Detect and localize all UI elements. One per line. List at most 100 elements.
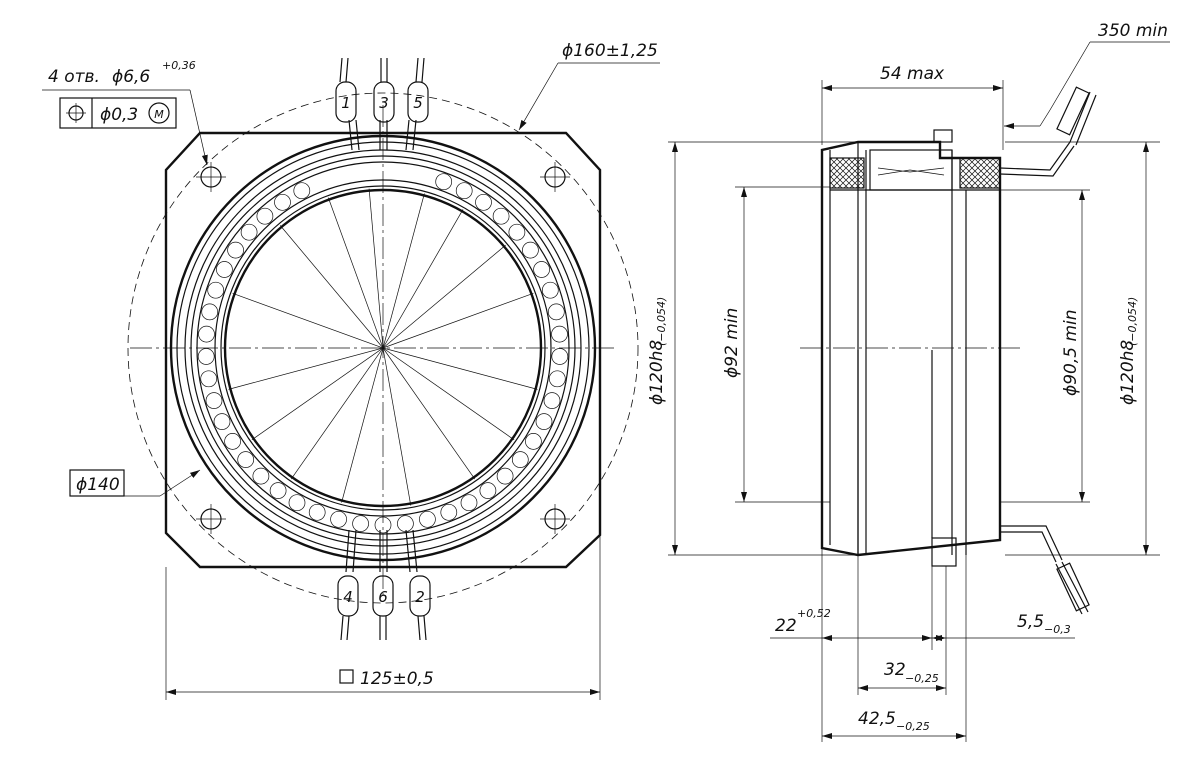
flange-step [931,537,957,567]
coil-turn [352,515,369,532]
outer-ring [169,134,597,562]
lead-tag-3: 3 [379,94,389,112]
coil-turn [252,467,270,485]
coil-turn [240,223,258,241]
radial-line [232,292,384,349]
coil-turn [198,325,215,343]
bottom-leads: 4 6 2 [337,529,431,641]
radial-line [382,244,506,349]
outer-diameter-right-dimension: ϕ120h8 (−0,054) [1005,141,1160,556]
coil-turn [479,482,497,499]
coil-turn [525,433,542,450]
lead-tag-4: 4 [343,588,353,606]
coil-turn [511,451,529,468]
coil-turn [308,503,326,521]
dim-5-5-text: 5,5 [1017,612,1044,632]
coil-turn [419,510,436,528]
radial-line [382,347,538,390]
lower-lead-wire [1000,525,1063,563]
lead-tag-5: 5 [413,94,423,112]
coil-turn [237,451,255,468]
lead-tag-6: 6 [378,588,388,606]
body-outline [820,140,1002,557]
inner-diameter-dimension: ϕ92 min [722,186,830,503]
top-tab [933,129,953,143]
outer-diameter-right-text: ϕ120h8 [1118,340,1138,405]
mounting-holes [196,162,570,534]
hole-callout: 4 отв. ϕ6,6 +0,36 ϕ0,3 M [42,59,208,166]
coil-turn [293,182,311,200]
radial-line [382,292,534,349]
top-leads: 1 3 5 [335,57,429,151]
coil-turn [435,173,453,191]
coil-turn [548,370,566,388]
coil-turn [330,510,347,528]
outer-diameter-left-text: ϕ120h8 [647,340,667,405]
coil-turn [440,503,458,521]
coil-turn [460,494,478,512]
front-view: 1 3 5 4 6 2 4 отв. ϕ6,6 +0,36 [42,41,660,700]
coil-turn [508,223,526,241]
radial-line [251,347,384,441]
dim-42-5-tol: −0,25 [896,720,930,733]
outer-diameter-text: ϕ160±1,25 [562,41,658,61]
mounting-flange [164,131,602,569]
seal-section-left [829,157,865,189]
dim-32-text: 32 [884,660,906,680]
coil-turn [269,482,287,499]
coil-turn [496,467,514,485]
dim-42-5-text: 42,5 [858,709,896,729]
coil-turn [522,241,539,259]
bolt-circle-callout: ϕ140 [69,469,201,497]
outer-diameter-left-dimension: ϕ120h8 (−0,054) [647,141,858,556]
lead-tag-1: 1 [341,94,351,112]
seal-section-right [959,157,1001,189]
hole-count-text: 4 отв. [48,67,100,87]
radial-line [279,225,384,349]
inner-diameter-2-text: ϕ90,5 min [1061,309,1081,396]
radial-line [382,347,412,506]
coil-turn [197,348,215,365]
coil-turn [205,392,223,409]
radial-line [341,347,384,503]
coil-turn [475,193,492,211]
inner-diameter-2-dimension: ϕ90,5 min [1000,189,1090,503]
coil-turn [551,348,569,365]
square-size-text: 125±0,5 [360,669,434,689]
coil-turn [374,516,392,534]
hole-diameter-text: ϕ6,6 [112,67,150,87]
outer-diameter-left-tol: (−0,054) [655,297,668,346]
coil-turn [224,433,241,450]
position-tolerance-text: ϕ0,3 [100,105,138,125]
coil-turn [547,303,565,321]
coil-turn [492,207,510,225]
coil-turn [541,281,559,299]
body-rings [169,134,597,562]
coil-turn [200,370,218,388]
upper-lead-wire [999,141,1075,177]
outer-diameter-callout: ϕ160±1,25 [518,41,660,131]
coil-turn [256,207,274,225]
lead-sleeve-2 [409,575,431,617]
radial-line [327,197,384,349]
radial-line [228,347,384,390]
lead-sleeve-3 [373,81,395,123]
mmc-modifier-icon [148,102,170,124]
coil-turn [207,281,225,299]
bolt-circle-text: ϕ140 [76,475,120,495]
dim-22-text: 22 [775,616,797,636]
bolt-circle-frame [69,469,125,497]
coil-winding [197,173,569,534]
coil-turn [288,494,306,512]
square-dimension: 125±0,5 [165,535,601,700]
side-view: 350 min 54 max ϕ120h8 (−0,054) ϕ92 mi [647,21,1170,742]
feature-control-frame [59,97,177,129]
lead-sleeve-6 [372,575,394,617]
upper-lead-sleeve [1056,86,1090,136]
max-length-text: 54 max [880,64,945,84]
lead-length-text: 350 min [1098,21,1168,41]
coil-turn [213,413,231,430]
bottom-dimensions: 22 +0,52 5,5 −0,3 32 −0,25 42,5 −0,25 [770,548,1075,742]
position-symbol-icon [66,103,86,123]
